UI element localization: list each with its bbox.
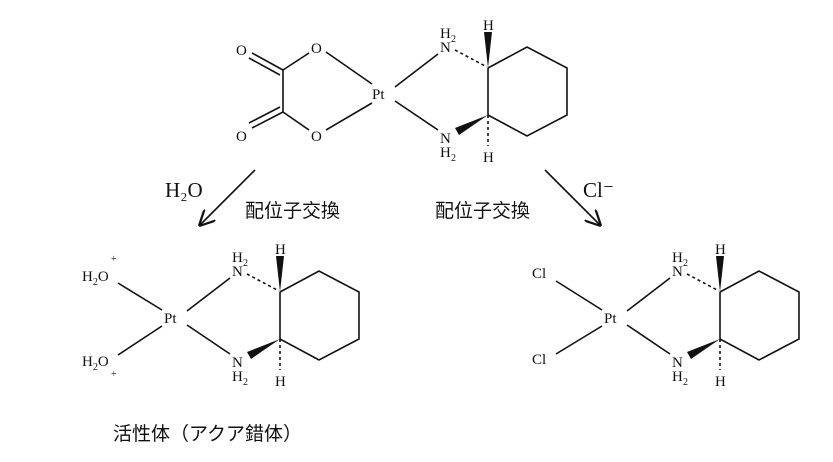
wedge-bond-bottom [247, 339, 280, 359]
wedge-bond-bottom [687, 339, 720, 359]
wedge-bond-bottom [455, 115, 488, 135]
nitrogen-top: N [232, 264, 243, 280]
oxygen-bottom: O [311, 129, 322, 145]
amine-h-bottom: H [232, 369, 243, 385]
nitrogen-top: N [440, 40, 451, 56]
oxygen-top: O [311, 41, 322, 57]
arrow-left [200, 169, 256, 225]
wedge-bond-top [484, 32, 492, 68]
arrow-right [544, 169, 600, 225]
aqua-ligands: H2O + H2O + [82, 254, 163, 380]
platinum-atom: Pt [164, 311, 177, 327]
carbonyl-oxygen-top: O [236, 43, 247, 59]
amine-h-sub-top: 2 [683, 258, 688, 269]
amine-h-sub-top: 2 [243, 258, 248, 269]
ligand-exchange-label-left: 配位子交換 [245, 200, 340, 222]
cyclohexane-ring [279, 270, 360, 361]
nitrogen-bottom: N [232, 355, 243, 371]
hydrogen-top: H [483, 18, 494, 34]
oxaliplatin-molecule: O O O O [236, 41, 373, 145]
aqua-ligand-top: H2O [82, 269, 109, 288]
carbonyl-oxygen-bottom: O [236, 129, 247, 145]
chloro-ligand-top: Cl [532, 266, 546, 282]
amine-h-sub-bottom: 2 [243, 377, 248, 388]
hydrogen-bottom: H [715, 374, 726, 390]
amine-h-sub-bottom: 2 [451, 153, 456, 164]
amine-h-top: H [672, 250, 683, 266]
hydrogen-bottom: H [275, 374, 286, 390]
active-form-caption: 活性体（アクア錯体） [113, 423, 302, 445]
nitrogen-top: N [672, 264, 683, 280]
ligand-exchange-label-right: 配位子交換 [435, 200, 530, 222]
amine-h-top: H [232, 250, 243, 266]
hydrogen-top: H [715, 242, 726, 258]
amine-h-top: H [440, 26, 451, 42]
amine-h-sub-top: 2 [451, 34, 456, 45]
hashed-bond [454, 49, 488, 68]
cyclohexane-ring [719, 270, 800, 361]
nitrogen-bottom: N [440, 131, 451, 147]
wedge-bond-top [276, 256, 284, 292]
charge-top: + [111, 254, 117, 265]
hydrogen-bottom: H [483, 150, 494, 166]
amine-h-bottom: H [672, 369, 683, 385]
hashed-bond [246, 273, 280, 292]
hydrogen-top: H [275, 242, 286, 258]
wedge-bond-top [716, 256, 724, 292]
aqua-ligand-bottom: H2O [82, 354, 109, 373]
hashed-bond [686, 273, 720, 292]
platinum-atom: Pt [604, 311, 617, 327]
amine-h-bottom: H [440, 145, 451, 161]
chloro-ligand-bottom: Cl [532, 352, 546, 368]
reagent-chloride: Cl⁻ [583, 178, 614, 202]
nitrogen-bottom: N [672, 355, 683, 371]
cyclohexane-ring [487, 46, 568, 137]
platinum-atom: Pt [372, 87, 385, 103]
amine-h-sub-bottom: 2 [683, 377, 688, 388]
reagent-water: H₂O [165, 178, 203, 202]
chloro-ligands: Cl Cl [532, 266, 603, 368]
charge-bottom: + [111, 369, 117, 380]
